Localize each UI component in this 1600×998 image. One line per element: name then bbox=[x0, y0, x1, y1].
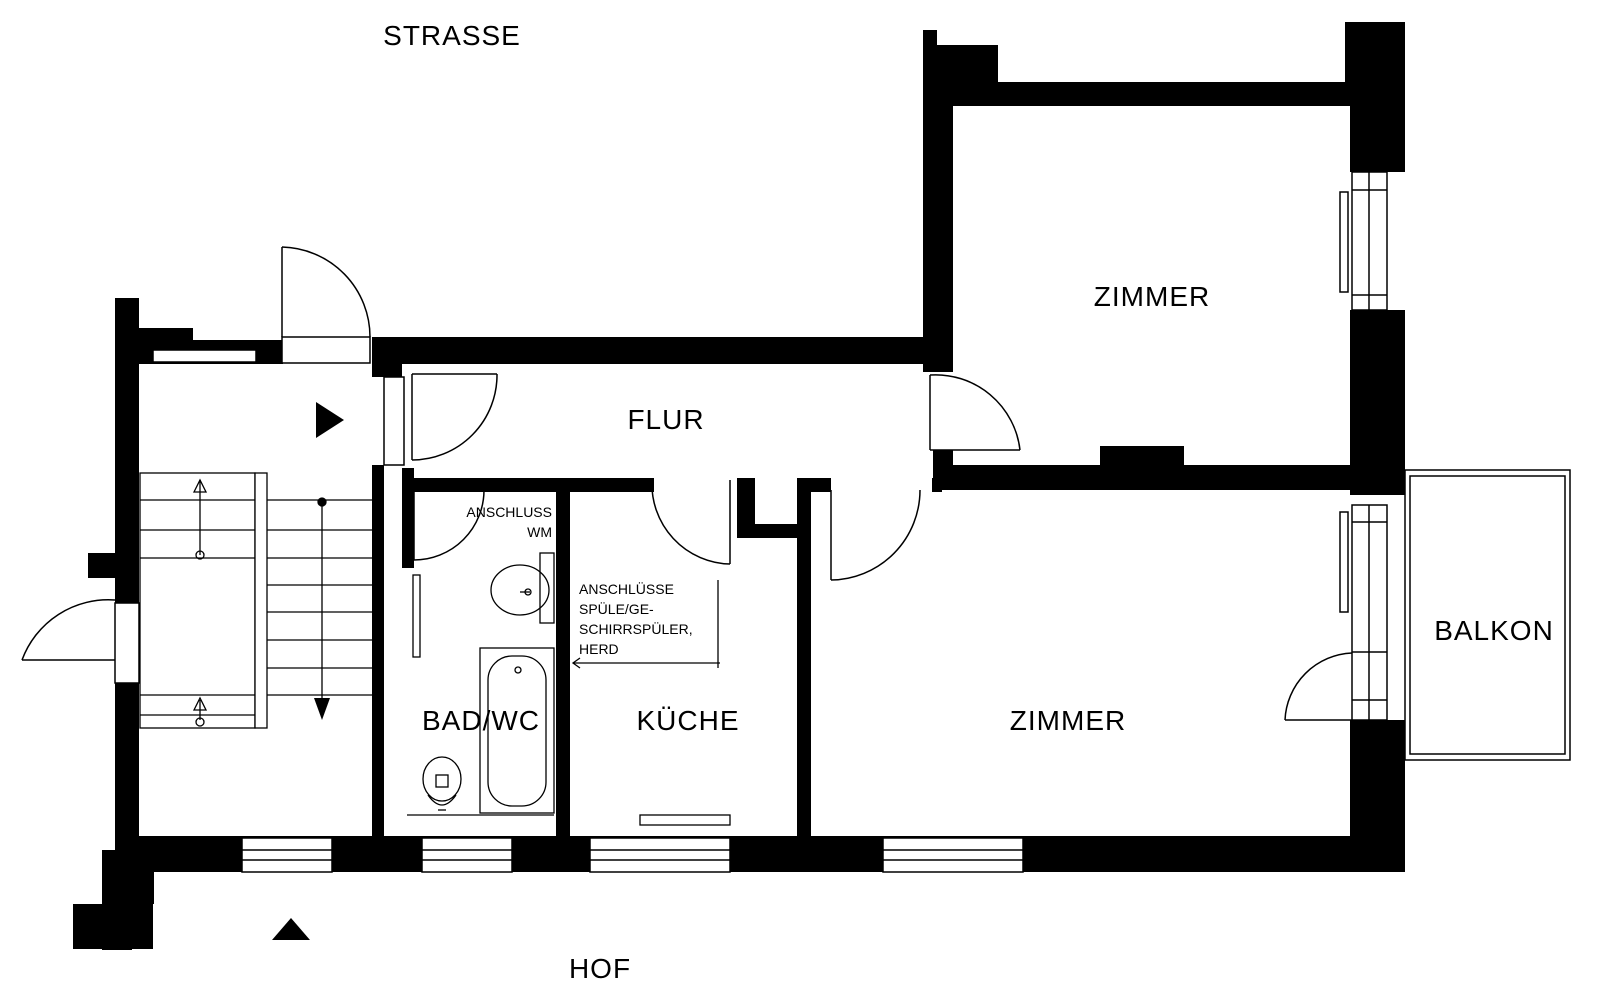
door-zimmer-top bbox=[929, 374, 1021, 451]
wall-east-mid bbox=[1350, 310, 1405, 495]
door-kueche bbox=[651, 479, 731, 565]
label-zimmer-bottom: ZIMMER bbox=[1010, 705, 1126, 736]
door-zimmer-bottom bbox=[830, 489, 921, 581]
label-strasse: STRASSE bbox=[383, 20, 521, 51]
door-flur-entry bbox=[411, 373, 498, 461]
washbasin-icon bbox=[490, 552, 555, 624]
stair-direction-arrow bbox=[314, 698, 330, 720]
entry-arrow-north bbox=[272, 918, 310, 940]
entry-arrow-east bbox=[316, 402, 344, 438]
note-kueche-line3: SCHIRRSPÜLER, bbox=[579, 620, 693, 637]
labels: STRASSE HOF ZIMMER ZIMMER FLUR BAD/WC KÜ… bbox=[383, 20, 1554, 984]
wall-stair-east bbox=[372, 465, 384, 840]
label-bad: BAD/WC bbox=[422, 705, 540, 736]
windows bbox=[114, 171, 1388, 873]
window-south-bad bbox=[421, 837, 513, 873]
walls bbox=[73, 22, 1405, 950]
label-balkon: BALKON bbox=[1434, 615, 1554, 646]
wall-zimmer-top-north bbox=[923, 82, 1357, 106]
label-flur: FLUR bbox=[627, 404, 704, 435]
radiator-bad bbox=[412, 574, 421, 658]
staircase bbox=[139, 472, 380, 729]
door-west bbox=[21, 599, 116, 661]
wall-kueche-zimmer bbox=[797, 478, 811, 840]
label-hof: HOF bbox=[569, 953, 631, 984]
window-stair-north bbox=[152, 349, 257, 363]
wall-stair-west bbox=[115, 298, 139, 868]
label-zimmer-top: ZIMMER bbox=[1094, 281, 1210, 312]
fixtures bbox=[407, 552, 731, 826]
note-kueche-line2: SPÜLE/GE- bbox=[579, 600, 654, 617]
radiator-kueche bbox=[639, 814, 731, 826]
doors bbox=[21, 246, 1353, 721]
toilet-icon bbox=[422, 756, 462, 811]
balcony bbox=[1404, 469, 1571, 761]
note-kueche-line4: HERD bbox=[579, 641, 619, 657]
note-wm-line2: WM bbox=[527, 524, 552, 540]
wall-between-zimmer bbox=[933, 465, 1373, 490]
label-kueche: KÜCHE bbox=[636, 705, 739, 736]
window-south-kueche bbox=[589, 837, 731, 873]
note-wm-line1: ANSCHLUSS bbox=[466, 504, 552, 520]
door-bad bbox=[413, 489, 485, 561]
door-north-entry bbox=[281, 246, 371, 364]
door-balkon bbox=[1284, 652, 1353, 721]
wall-flur-south bbox=[414, 478, 654, 492]
window-south-stair bbox=[241, 837, 333, 873]
bathtub-icon bbox=[479, 647, 555, 814]
wall-bad-kueche bbox=[556, 478, 570, 840]
window-south-zimmer bbox=[882, 837, 1024, 873]
wall-east-upper bbox=[1350, 22, 1405, 172]
wall-flur-north bbox=[372, 337, 937, 364]
note-kueche-line1: ANSCHLÜSSE bbox=[579, 580, 674, 597]
